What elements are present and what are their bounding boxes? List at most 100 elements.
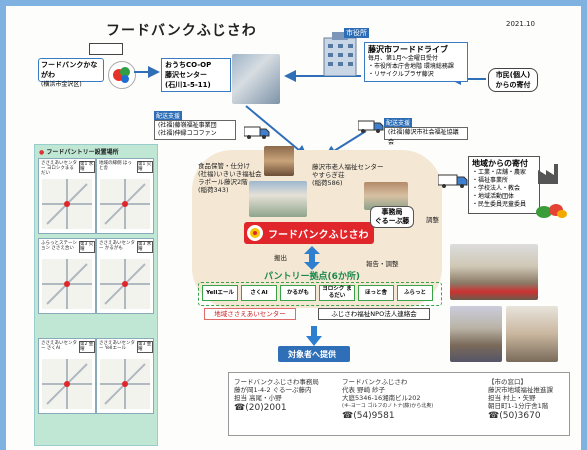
pantry-title: パントリー拠点(6か所) [264,272,360,282]
storage1-text: 食品保管・仕分け (社福)いきいき福祉会 ラポール藤沢2階 (稲荷343) [198,162,262,194]
secretariat-line2: ぐるーぷ藤 [374,217,410,225]
pantry-box: ほっと舎 [358,285,394,301]
regional-truck-icon [437,172,468,188]
fb-kanagawa-sub: (横浜市金沢区) [41,81,82,88]
coop-photo [232,54,280,104]
fb-kanagawa-name: フードバンクかながわ [41,61,98,79]
regional-item: ・民生委員児童委員 [472,201,527,208]
regional-item: ・地域活動団体 [472,193,515,200]
citizens-line2: からの寄付 [495,81,531,89]
regional-item: ・工業・店舗・農家 [472,169,527,176]
map-card-title: ささえあいセンター ヨロシクまるだい [41,161,77,176]
map-card-badge: 第1 火曜 [137,161,153,173]
report-label: 報告・調整 [366,260,399,268]
map-card: ささえあいセンター ヨロシクまるだい第1 水曜 [38,158,96,234]
food-drive-title: 藤沢市フードドライブ [368,45,448,54]
pantry-box: さくAI [241,285,277,301]
map-card-map [100,359,150,409]
footer-line: (キ-ヨーコ ゴルフのノトナ(藤)から北奥) [342,403,434,409]
footer-line: 【市の窓口】 [488,378,527,386]
footer-col1: フードバンクふじさわ事務局 藤が岡1-4-2 ぐる一ぷ藤内 担当 高尾・小野 ☎… [234,378,319,414]
pantry-group2: ふじさわ福祉NPO法人連絡会 [318,308,430,320]
delivery-label-1: 配送支援 [154,111,183,120]
footer-phone: ☎(50)3670 [488,411,541,421]
map-card-badge: 第2 金曜 [79,341,95,353]
event-photo-3 [506,306,558,362]
recipients-box: 対象者へ提供 [278,346,350,362]
map-card-map [100,259,150,309]
map-card-title: ささえあいセンター YeIIエール [99,341,135,351]
delivery1-item: (社福)藤嶺福祉事業団 [158,122,217,129]
fb-logo-icon [247,225,263,241]
map-card: ささえあいセンター かるがも第3 木曜 [96,238,154,314]
citizens-line1: 市民(個人) [495,71,531,79]
page-title: フードバンクふじさわ [106,23,257,39]
dispatch-label: 搬出 [274,254,287,262]
storage1-line: (稲荷343) [198,186,229,194]
regional-box: 地域からの寄付 ・工業・店舗・農家 ・福祉事業所 ・学校法人・教会 ・地域活動団… [468,156,540,214]
secretariat-line1: 事務局 [381,208,403,216]
storage2-text: 藤沢市老人福祉センター やすらぎ荘 (稲荷586) [312,163,384,187]
adjust-label: 調整 [426,216,439,224]
footer-col2: フードバンクふじさわ 代表 野崎 紗子 大庭5346-16湘南ビル202 (キ-… [342,378,433,422]
map-pin-icon: ● [39,149,45,156]
map-card-map [42,179,92,229]
food-drive-box: 藤沢市フードドライブ 毎月、第1月～金曜日受付 ・市役所本庁舎地階 環境総務課 … [364,42,468,82]
map-card: ふらっとステーション ささえ合い第3 火曜 [38,238,96,314]
vegetables-icon [534,196,568,220]
dispatch-arrow [304,246,320,270]
fb-kanagawa-box: フードバンクかながわ (横浜市金沢区) [38,58,104,88]
storage1-line: (社福)いきいき福祉会 [198,170,262,178]
event-photo-1 [450,244,538,300]
pantry-label: ヨロシク まるだい [322,286,352,299]
regional-item: ・福祉事業所 [472,177,509,184]
footer-col3: 【市の窓口】 藤沢市地域福祉推進課 担当 村上・矢野 朝日町1-1分庁舎1階 ☎… [488,378,553,422]
delivery-label-1-text: 配送支援 [156,113,181,120]
pantry-label: ほっと舎 [364,289,387,296]
storage1-line: 食品保管・仕分け [198,162,250,170]
footer-line: フードバンクふじさわ事務局 [234,378,319,386]
storage2-line: やすらぎ荘 [312,171,345,179]
map-card: ささえあいセンター YeIIエール第3 金曜 [96,338,154,414]
map-card-title: ささえあいセンター さくAI [41,341,77,351]
city-hall-building-icon [318,28,362,77]
footer-line: 代表 野崎 紗子 [342,386,386,394]
fb-logo-text: フードバンクふじさわ [268,230,369,241]
map-card-map [100,179,150,229]
pantry-box: ふらっと [397,285,433,301]
pantry-label: ふらっと [403,289,426,296]
footer-phone: ☎(20)2001 [234,403,287,413]
factory-icon [536,156,566,186]
storage1-line: ラポール藤沢2階 [198,178,248,186]
pantry-box: YeIIエール [202,285,238,301]
storage2-line: (稲荷586) [312,179,343,187]
frequency-tag [89,43,123,55]
storage2-line: 藤沢市老人福祉センター [312,163,384,171]
map-panel-title-text: フードパントリー設置場所 [46,149,119,156]
regional-item: ・学校法人・教会 [472,185,521,192]
map-card-map [42,259,92,309]
storage-building-photo [249,181,307,217]
citizens-box: 市民(個人) からの寄付 [488,68,538,92]
secretariat-box: 事務局 ぐるーぷ藤 [370,206,414,228]
food-drive-item: ・リサイクルプラザ藤沢 [368,71,434,78]
delivery-box-1: (社福)藤嶺福祉事業団 (社福)伸縁ココファン [154,120,236,140]
delivery-truck-icon [243,124,270,139]
coop-line1: おうちCO-OP [165,61,212,69]
yasuragi-building-photo [364,182,408,210]
pantry-box: かるがも [280,285,316,301]
recipients-arrow [306,326,322,346]
map-card-map [42,359,92,409]
map-card-badge: 第1 水曜 [79,161,95,173]
footer-line: 朝日町1-1分庁舎1階 [488,402,549,410]
delivery-label-2: 配送支援 [384,118,413,127]
date-label: 2021.10 [506,20,535,28]
footer-line: 担当 高尾・小野 [234,394,282,402]
food-drive-item: 毎月、第1月～金曜日受付 [368,55,438,62]
pantry-label: かるがも [286,289,309,296]
recipients-text: 対象者へ提供 [288,350,336,359]
storage-photo [264,146,294,176]
delivery-label-2-text: 配送支援 [386,120,411,127]
fb-kanagawa-logo-icon [108,61,136,89]
